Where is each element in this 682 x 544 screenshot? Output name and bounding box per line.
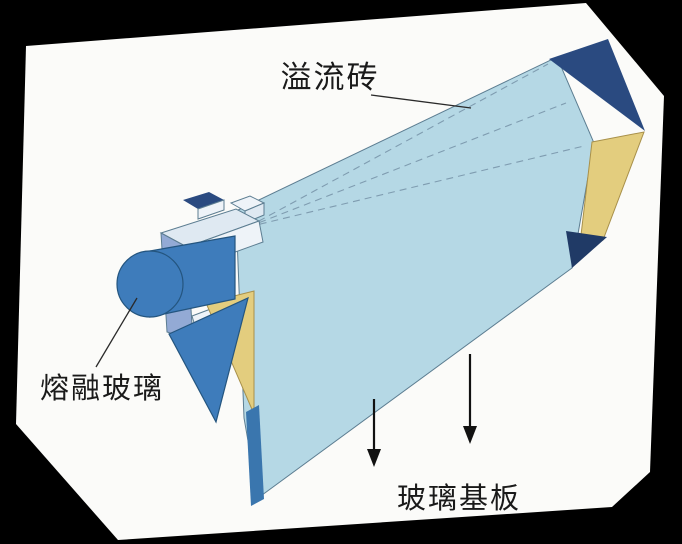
molten-glass-label: 熔融玻璃	[40, 371, 164, 405]
wedge-blue	[168, 296, 249, 424]
overflow-brick-leader-line	[370, 94, 472, 109]
down-arrow-head	[367, 449, 381, 467]
down-arrow-icon-left	[367, 399, 381, 467]
dashed-edge-upper	[247, 63, 549, 228]
sheet-edge-strip	[246, 405, 264, 506]
brick-end-top-face	[549, 39, 645, 131]
dashed-edge-lower	[247, 145, 585, 228]
mount-tab-top	[183, 192, 224, 209]
inlet-pipe-cap	[116, 250, 184, 318]
overflow-brick-label: 溢流砖	[281, 60, 380, 96]
down-arrow-head	[463, 426, 477, 444]
inlet-assembly	[116, 192, 266, 424]
brick-end-bottom-tip	[566, 231, 607, 268]
dashed-edge-middle	[247, 102, 567, 228]
down-arrow-icon-right	[463, 354, 477, 444]
glass-substrate-label: 玻璃基板	[397, 481, 521, 515]
mount-tab-front	[197, 199, 225, 220]
molten-glass-leader-line	[95, 297, 138, 368]
